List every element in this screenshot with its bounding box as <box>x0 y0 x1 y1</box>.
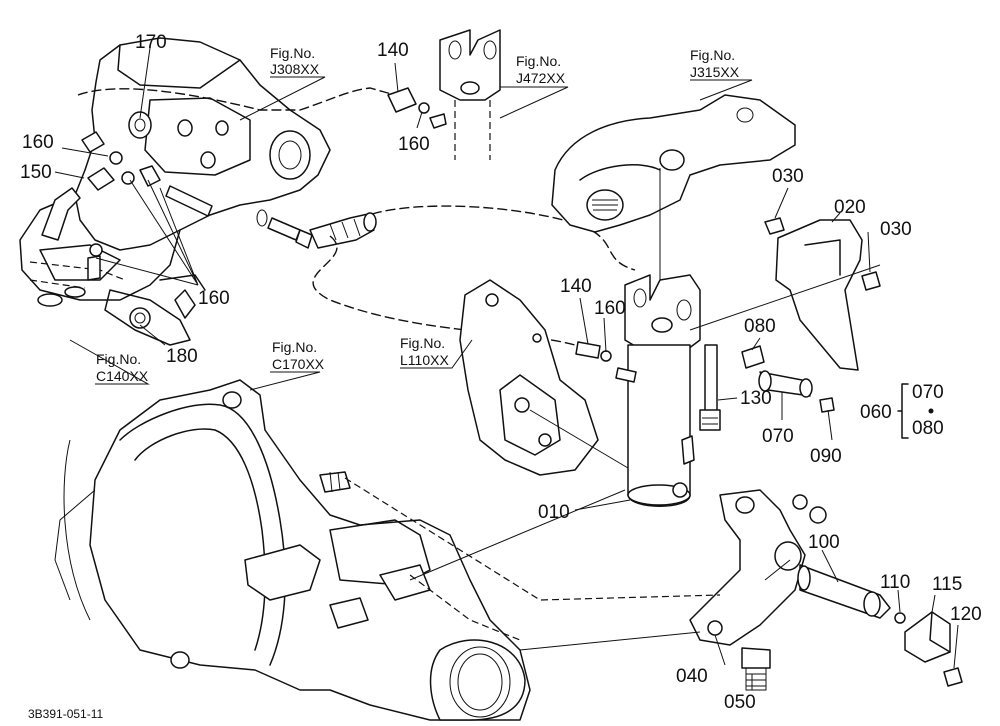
assembly-line-5 <box>689 264 881 331</box>
lift-arm-illustration <box>551 94 796 285</box>
part-number-070: 070 <box>762 426 794 447</box>
part-number-080: 080 <box>744 316 776 337</box>
hose-routing-line <box>77 87 396 111</box>
part-number-170: 170 <box>135 32 167 53</box>
figure-ref-number: C170XX <box>272 356 325 372</box>
part-number-160-top: 160 <box>398 134 430 155</box>
cylinder-hose-fittings-illustration <box>575 341 637 383</box>
part-number-040: 040 <box>676 666 708 687</box>
part-number-160-mid: 160 <box>594 298 626 319</box>
figure-ref-j308: Fig.No. J308XX <box>270 45 320 77</box>
part-number-120: 120 <box>950 604 982 625</box>
kit-separator-dot <box>928 408 934 414</box>
part-number-140-mid: 140 <box>560 276 592 297</box>
part-number-050: 050 <box>724 692 756 713</box>
part-number-110: 110 <box>880 572 910 593</box>
part-number-180: 180 <box>166 346 198 367</box>
part-number-160-multi: 160 <box>198 288 230 309</box>
part-number-070-kit: 070 <box>912 382 944 403</box>
figure-reference-leaders <box>69 76 753 391</box>
figure-ref-label: Fig.No. <box>96 351 141 367</box>
figure-ref-label: Fig.No. <box>690 47 735 63</box>
figure-ref-label: Fig.No. <box>272 339 317 355</box>
part-number-030-right: 030 <box>880 219 912 240</box>
figure-ref-l110: Fig.No. L110XX <box>400 335 449 368</box>
cover-plate-illustration <box>764 217 881 371</box>
support-bracket-illustration <box>689 489 963 691</box>
part-number-130: 130 <box>740 388 772 409</box>
part-number-010: 010 <box>538 502 570 523</box>
assembly-line-3 <box>409 489 626 581</box>
part-number-140-top: 140 <box>377 40 409 61</box>
drawing-code: 3B391-051-11 <box>28 707 103 721</box>
part-number-090: 090 <box>810 446 842 467</box>
figure-ref-c170: Fig.No. C170XX <box>272 339 325 372</box>
figure-ref-c140: Fig.No. C140XX <box>96 351 149 384</box>
assembly-line-4 <box>519 631 701 651</box>
figure-ref-number: J315XX <box>690 64 740 80</box>
lift-arm-bracket-illustration <box>387 29 501 160</box>
transmission-case-illustration <box>54 379 531 721</box>
lift-cylinder-illustration <box>624 274 721 507</box>
part-number-150: 150 <box>20 162 52 183</box>
hydraulic-block-illustration <box>19 37 331 346</box>
kit-bracket <box>897 383 909 439</box>
assembly-line-6 <box>529 409 629 469</box>
part-number-100: 100 <box>808 532 840 553</box>
part-number-160-left: 160 <box>22 132 54 153</box>
part-number-060: 060 <box>860 402 892 423</box>
figure-ref-number: J308XX <box>270 61 320 77</box>
part-number-080-kit: 080 <box>912 418 944 439</box>
mounting-plate-illustration <box>459 279 599 476</box>
part-number-115: 115 <box>932 574 962 595</box>
figure-ref-number: J472XX <box>516 70 566 86</box>
figure-ref-j472: Fig.No. J472XX <box>516 53 566 86</box>
hose-routing-line-2 <box>312 235 601 351</box>
hose-fittings-illustration <box>41 131 377 281</box>
figure-ref-number: L110XX <box>400 352 449 368</box>
figure-ref-number: C140XX <box>96 368 149 384</box>
relief-valve-illustration <box>741 345 835 413</box>
assembly-line-7 <box>764 559 791 581</box>
part-number-030-left: 030 <box>772 166 804 187</box>
figure-ref-j315: Fig.No. J315XX <box>690 47 740 80</box>
assembly-line-2 <box>409 574 521 641</box>
figure-ref-label: Fig.No. <box>400 335 445 351</box>
figure-ref-label: Fig.No. <box>270 45 315 61</box>
figure-ref-label: Fig.No. <box>516 53 561 69</box>
leader-lines <box>54 47 959 690</box>
part-number-020: 020 <box>834 197 866 218</box>
